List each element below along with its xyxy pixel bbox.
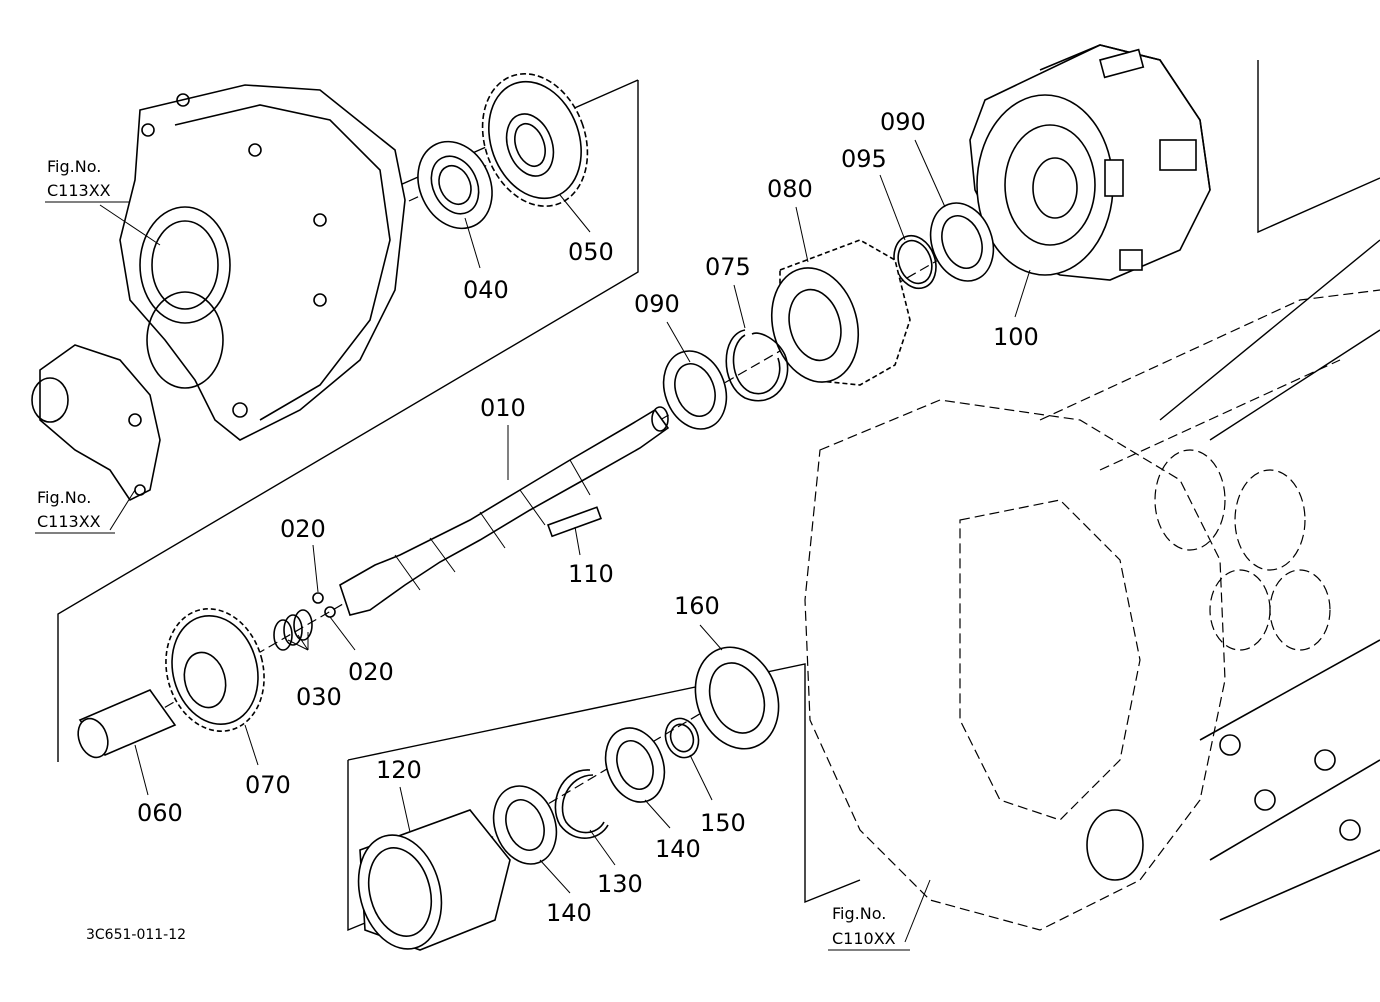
fig-ref-2-title: Fig.No. (37, 488, 91, 507)
part-label-090-middle: 090 (634, 290, 680, 318)
part-label-070: 070 (245, 771, 291, 799)
fig-ref-1-title: Fig.No. (47, 157, 101, 176)
part-label-010: 010 (480, 394, 526, 422)
part-label-050: 050 (568, 238, 614, 266)
main-shaft-010 (339, 406, 670, 616)
part-labels: 010 020 020 030 040 050 060 070 075 080 … (137, 108, 1039, 927)
part-label-110: 110 (568, 560, 614, 588)
gear-080 (770, 239, 911, 386)
key-110 (546, 506, 602, 538)
fig-ref-3-title: Fig.No. (832, 904, 886, 923)
fig-ref-2-code[interactable]: C113XX (37, 512, 101, 531)
part-label-060: 060 (137, 799, 183, 827)
clutch-drum-100 (969, 44, 1211, 281)
fig-reference-3[interactable]: Fig.No. C110XX (828, 904, 910, 951)
snap-ring-075 (725, 329, 789, 402)
fig-ref-3-code[interactable]: C110XX (832, 929, 896, 948)
part-label-120: 120 (376, 756, 422, 784)
part-label-020-upper: 020 (280, 515, 326, 543)
part-label-160: 160 (674, 592, 720, 620)
transmission-case-rear (804, 239, 1380, 931)
drawing-code: 3C651-011-12 (86, 927, 186, 943)
bearing-090-upper (929, 202, 995, 282)
transmission-case-front (31, 84, 406, 502)
part-label-140-middle: 140 (655, 835, 701, 863)
fig-reference-1[interactable]: Fig.No. C113XX (45, 157, 130, 203)
gear-070 (165, 608, 265, 732)
bearing-040 (417, 140, 493, 230)
part-label-020-lower: 020 (348, 658, 394, 686)
bearing-160 (694, 646, 780, 750)
set-screws-and-rings (273, 592, 336, 651)
gear-120 (357, 809, 511, 951)
leader-lines (99, 139, 1031, 943)
part-label-090-upper: 090 (880, 108, 926, 136)
snap-ring-130 (554, 769, 609, 839)
part-label-030: 030 (296, 683, 342, 711)
part-label-100: 100 (993, 323, 1039, 351)
part-label-140-lower: 140 (546, 899, 592, 927)
bushing-060 (77, 689, 177, 759)
part-label-080: 080 (767, 175, 813, 203)
bearing-090-middle (662, 350, 728, 430)
washer-150 (664, 717, 700, 759)
part-label-040: 040 (463, 276, 509, 304)
part-label-075: 075 (705, 253, 751, 281)
part-label-130: 130 (597, 870, 643, 898)
gear-050 (481, 73, 589, 207)
bearing-140-lower (492, 785, 558, 865)
part-label-095: 095 (841, 145, 887, 173)
fig-ref-1-code[interactable]: C113XX (47, 181, 111, 200)
bearing-140-middle (604, 727, 666, 803)
part-label-150: 150 (700, 809, 746, 837)
fig-reference-2[interactable]: Fig.No. C113XX (35, 488, 115, 534)
